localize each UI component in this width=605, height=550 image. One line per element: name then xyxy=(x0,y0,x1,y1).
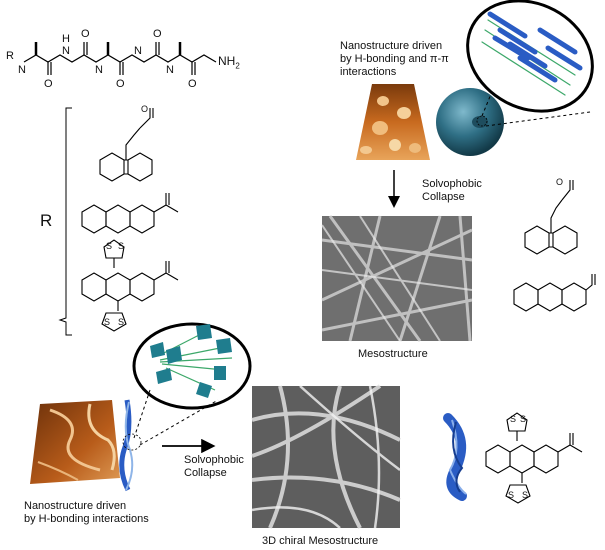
ttf-s-label: S xyxy=(104,317,111,327)
ttf-s-label: S xyxy=(118,317,125,327)
peptide-structure xyxy=(23,42,217,75)
afm-image-bottom xyxy=(30,400,120,484)
ttf-structure-right xyxy=(485,412,583,504)
bottom-arrow-label: Solvophobic Collapse xyxy=(184,454,244,479)
ttf-right-s-label: S xyxy=(508,490,515,500)
peptide-n-label: N xyxy=(18,64,26,76)
vesicle-sphere xyxy=(436,88,504,156)
peptide-n-label: N xyxy=(134,45,142,57)
sem-image-bottom xyxy=(251,384,401,529)
anthracene-structure-right xyxy=(513,274,596,312)
zoom-ellipse-top xyxy=(466,0,594,113)
peptide-n-label: N xyxy=(166,64,174,76)
peptide-r-label: R xyxy=(6,50,14,62)
top-arrow-label: Solvophobic Collapse xyxy=(422,178,482,203)
peptide-o-label: O xyxy=(188,78,197,90)
ttf-right-s-label: S xyxy=(510,414,517,424)
fmoc-structure-right xyxy=(524,180,578,255)
r-group-label: R xyxy=(40,211,53,230)
fmoc-structure xyxy=(99,108,154,182)
ttf-s-label: S xyxy=(118,241,125,251)
twisted-bundle xyxy=(443,413,467,501)
zoom-line xyxy=(133,389,151,439)
bottom-nanostructure-title: Nanostructure driven by H-bonding intera… xyxy=(24,500,149,525)
top-nanostructure-title: Nanostructure driven by H-bonding and π-… xyxy=(340,40,449,78)
anthracene-structure xyxy=(81,193,179,234)
ttf-right-s-label: S xyxy=(520,414,527,424)
peptide-o-label: O xyxy=(153,28,162,40)
sem-image-top xyxy=(321,215,473,342)
fmoc-o-label: O xyxy=(141,104,149,114)
ttf-right-s-label: S xyxy=(522,490,529,500)
fmoc-right-o-label: O xyxy=(556,177,564,187)
peptide-o-label: O xyxy=(81,28,90,40)
afm-image-top xyxy=(356,84,430,160)
group-brace xyxy=(58,107,72,336)
peptide-nh2-label: NH2 xyxy=(218,54,240,71)
peptide-o-label: O xyxy=(44,78,53,90)
zoom-ellipse-bottom xyxy=(132,322,252,410)
chiral-mesostructure-label: 3D chiral Mesostructure xyxy=(262,535,379,547)
peptide-n-label: N xyxy=(62,45,70,57)
ttf-structure xyxy=(81,239,179,332)
peptide-o-label: O xyxy=(116,78,125,90)
mesostructure-label: Mesostructure xyxy=(358,348,428,360)
ttf-s-label: S xyxy=(106,241,113,251)
peptide-n-label: N xyxy=(95,64,103,76)
twisted-fiber-small xyxy=(119,399,142,492)
peptide-h-label: H xyxy=(62,33,70,45)
